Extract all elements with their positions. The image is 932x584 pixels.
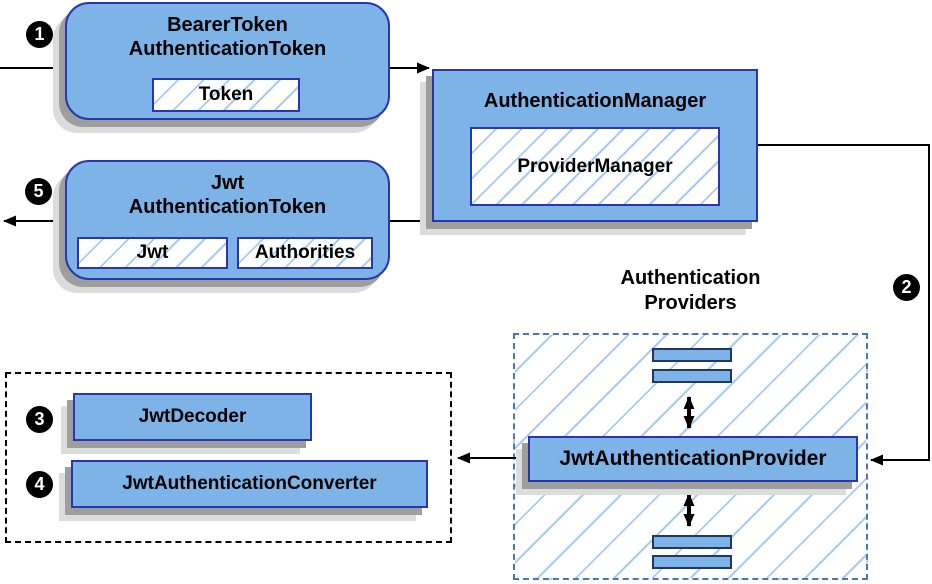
jwt-decoder-node: JwtDecoder xyxy=(73,393,312,441)
step-1-badge: 1 xyxy=(26,21,53,48)
bearer-token-node-title: BearerToken AuthenticationToken xyxy=(67,4,388,62)
providers-label-line1: Authentication xyxy=(620,267,761,289)
provider-stack-bar xyxy=(652,535,732,549)
provider-manager-field: ProviderManager xyxy=(470,127,720,206)
jwt-token-title-line2: AuthenticationToken xyxy=(128,196,327,219)
authentication-providers-label: Authentication Providers xyxy=(578,266,803,316)
jwt-field: Jwt xyxy=(77,237,228,269)
authentication-manager-title: AuthenticationManager xyxy=(483,90,707,112)
step-4-badge: 4 xyxy=(26,471,53,498)
jwt-authentication-token-node: Jwt AuthenticationToken Jwt Authorities xyxy=(65,160,390,280)
jwt-token-node-title: Jwt AuthenticationToken xyxy=(67,162,388,220)
authorities-field: Authorities xyxy=(237,237,373,269)
token-field: Token xyxy=(152,78,300,112)
jwt-authentication-provider-node: JwtAuthenticationProvider xyxy=(528,436,858,482)
authentication-manager-node: AuthenticationManager ProviderManager xyxy=(432,69,758,222)
step-5-badge: 5 xyxy=(25,178,52,205)
provider-stack-bar xyxy=(652,555,732,569)
bearer-token-title-line1: BearerToken xyxy=(167,14,288,36)
step-3-badge: 3 xyxy=(26,406,53,433)
bearer-token-authentication-token-node: BearerToken AuthenticationToken Token xyxy=(65,2,390,120)
arrow-manager-to-provider xyxy=(758,144,930,466)
provider-stack-bar xyxy=(652,348,732,362)
bearer-token-title-line2: AuthenticationToken xyxy=(128,38,327,61)
providers-label-line2: Providers xyxy=(644,292,737,314)
step-2-badge: 2 xyxy=(893,274,920,301)
provider-stack-bar xyxy=(652,369,732,383)
jwt-authentication-converter-node: JwtAuthenticationConverter xyxy=(71,460,428,508)
jwt-token-title-line1: Jwt xyxy=(210,172,245,194)
